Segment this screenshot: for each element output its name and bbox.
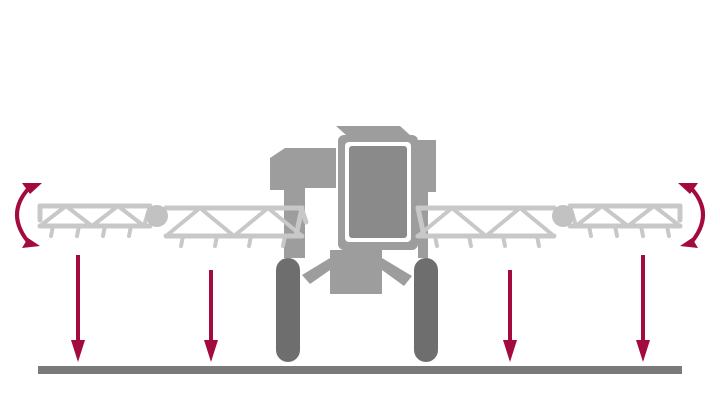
boom-segment xyxy=(433,234,439,248)
boom-segment xyxy=(626,204,656,228)
boom-segment xyxy=(179,234,185,248)
boom-segment xyxy=(613,224,619,238)
left-strut xyxy=(302,258,330,284)
right-strut xyxy=(382,258,412,286)
height-arrows xyxy=(71,255,650,362)
boom-segment xyxy=(450,206,488,238)
boom-segment xyxy=(38,204,68,228)
boom-segment xyxy=(484,206,522,238)
boom-segment xyxy=(90,204,120,228)
down-arrow-icon xyxy=(71,255,85,362)
left-boom-truss-icon xyxy=(37,203,309,248)
cab-glass xyxy=(349,146,407,238)
lower-body xyxy=(330,250,382,294)
boom-segment xyxy=(467,234,473,248)
right-tank xyxy=(418,140,436,192)
down-arrow-icon xyxy=(204,270,218,362)
right-tire xyxy=(414,258,438,362)
boom-segment xyxy=(213,234,219,248)
cab-roof xyxy=(336,126,410,135)
left-tank xyxy=(270,148,336,258)
boom-segment xyxy=(281,234,287,248)
boom-segment xyxy=(247,234,253,248)
left-tire xyxy=(276,258,300,362)
boom-segment xyxy=(600,204,630,228)
boom-segment xyxy=(116,204,146,228)
boom-segment xyxy=(639,224,645,238)
boom-segment xyxy=(164,206,202,238)
boom-segment xyxy=(232,206,270,238)
boom-segment xyxy=(518,206,556,238)
boom-segment xyxy=(652,204,682,228)
right-boom-truss-icon xyxy=(415,203,683,248)
boom-segment xyxy=(101,224,107,238)
down-arrow-icon xyxy=(636,255,650,362)
ground-line xyxy=(38,366,682,374)
down-arrow-icon xyxy=(503,270,517,362)
boom-segment xyxy=(415,205,427,239)
boom-segment xyxy=(535,234,541,248)
boom-segment xyxy=(75,224,81,238)
sprayer-tractor-icon xyxy=(270,126,438,362)
boom-segment xyxy=(574,204,604,228)
boom-segment xyxy=(299,207,309,225)
left-boom-pivot xyxy=(146,205,168,227)
right-boom-pivot xyxy=(552,205,574,227)
boom-segment xyxy=(127,224,133,238)
boom-segment xyxy=(64,204,94,228)
boom-segment xyxy=(49,224,55,238)
curved-rotation-arrow-icon xyxy=(15,183,42,248)
curved-rotation-arrow-icon xyxy=(678,183,705,248)
boom-segment xyxy=(665,224,671,238)
boom-segment xyxy=(587,224,593,238)
boom-segment xyxy=(198,206,236,238)
boom-segment xyxy=(501,234,507,248)
